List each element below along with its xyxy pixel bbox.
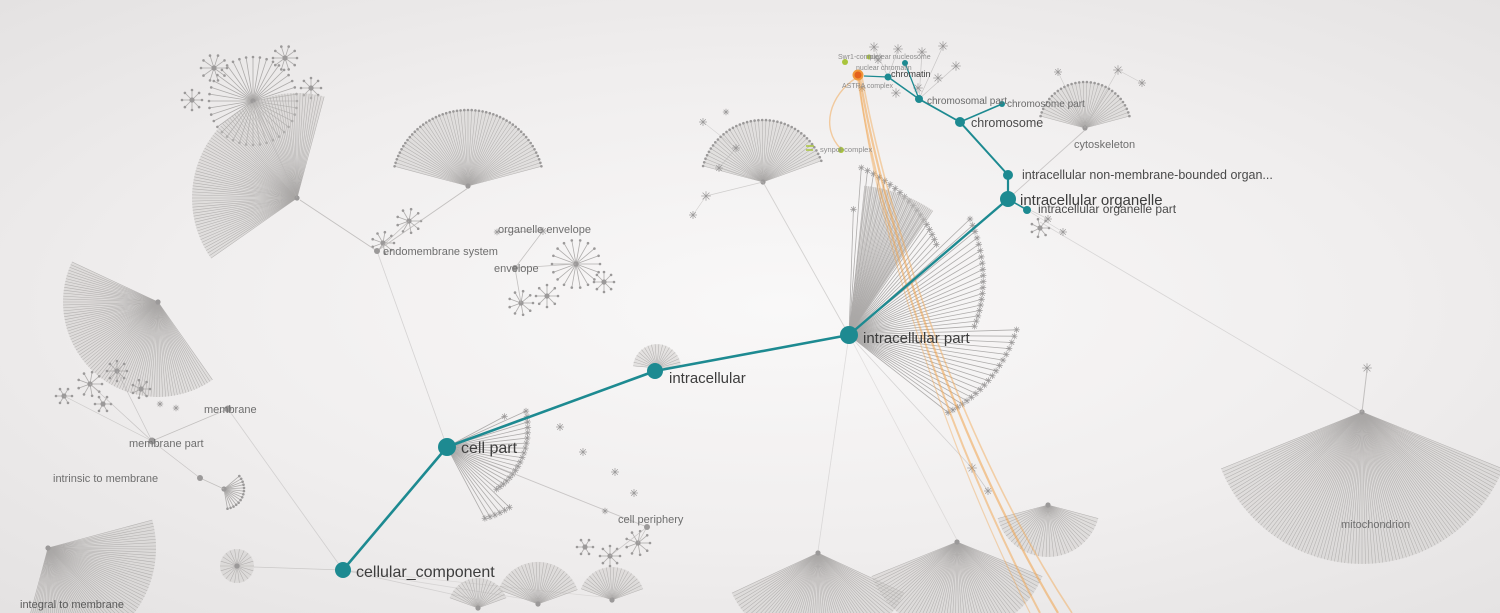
go-term-label[interactable]: integral to membrane — [20, 599, 124, 611]
gene-cluster — [393, 108, 543, 189]
gene-cluster — [731, 550, 905, 613]
go-term-label[interactable]: intracellular non-membrane-bounded organ… — [1022, 168, 1273, 182]
gene-cluster — [871, 539, 1043, 613]
go-term-label[interactable]: Swr1-complex — [838, 54, 883, 61]
gene-cluster — [550, 239, 602, 289]
go-term-node-non_membrane_bounded_organelle[interactable] — [1003, 170, 1013, 180]
go-term-label[interactable]: synpol-complex — [820, 145, 872, 154]
go-term-label[interactable]: intracellular organelle part — [1038, 202, 1177, 216]
term-labels: cellular_component cell part intracellular… — [20, 54, 1410, 611]
gene-cluster — [77, 370, 104, 398]
go-term-label[interactable]: chromosome — [971, 116, 1043, 130]
gene-cluster — [846, 185, 934, 338]
gene-cluster — [575, 538, 595, 556]
go-term-label[interactable]: chromosomal part — [927, 96, 1007, 107]
go-term-label[interactable]: envelope — [494, 263, 539, 275]
gene-cluster — [131, 378, 152, 400]
go-term-label[interactable]: cytoskeleton — [1074, 139, 1135, 151]
gene-cluster — [449, 577, 507, 611]
gene-cluster — [93, 395, 113, 413]
gene-cluster — [396, 207, 423, 235]
enriched-term-node[interactable] — [842, 59, 848, 65]
go-term-label[interactable]: intracellular organelle — [1020, 192, 1163, 209]
gene-cluster — [508, 289, 535, 317]
gene-cluster — [498, 561, 578, 607]
go-term-label[interactable]: membrane part — [129, 438, 204, 450]
gene-cluster — [580, 567, 644, 603]
gene-cluster — [1039, 80, 1131, 131]
gene-cluster — [701, 118, 823, 185]
go-term-label[interactable]: cell periphery — [618, 514, 684, 526]
go-term-label[interactable]: chromosome part — [1007, 99, 1085, 110]
gene-cluster — [997, 502, 1099, 558]
go-term-label[interactable]: intracellular — [669, 370, 746, 387]
gene-cluster — [180, 88, 204, 112]
gene-cluster — [199, 54, 229, 82]
go-term-node-intracellular[interactable] — [647, 363, 663, 379]
go-term-label[interactable]: ASTRA complex — [842, 83, 893, 90]
go-term-label[interactable]: membrane — [204, 404, 257, 416]
go-term-node-nucleosome[interactable] — [902, 60, 908, 66]
go-term-label[interactable]: nuclear nucleosome — [868, 54, 931, 61]
go-term-node-intracellular_part[interactable] — [840, 326, 858, 344]
gene-cluster — [62, 261, 213, 398]
go-term-label[interactable]: intrinsic to membrane — [53, 473, 158, 485]
query-association-edges — [829, 76, 1073, 613]
gene-cluster — [1220, 409, 1500, 565]
go-term-label[interactable]: mitochondrion — [1341, 519, 1410, 531]
gene-cluster — [271, 45, 299, 71]
gene-cluster — [30, 519, 157, 613]
gene-cluster — [625, 529, 652, 557]
term-node-dots — [148, 248, 650, 530]
go-term-label[interactable]: cellular_component — [356, 564, 495, 581]
go-term-label[interactable]: intracellular part — [863, 330, 971, 347]
go-term-node-chromosomal_part[interactable] — [915, 95, 923, 103]
go-term-node-intracellular_organelle_part[interactable] — [1023, 206, 1031, 214]
go-term-node-cell_part[interactable] — [438, 438, 456, 456]
graph-edges — [63, 45, 1368, 602]
selected-term-node[interactable] — [852, 69, 864, 81]
gene-cluster — [220, 549, 254, 583]
go-term-label[interactable]: chromatin — [891, 69, 931, 79]
go-term-label[interactable]: endomembrane system — [383, 246, 498, 258]
go-term-node-chromosome_part[interactable] — [999, 101, 1005, 107]
gene-cluster — [191, 92, 325, 259]
leaf-term-stars — [156, 41, 1372, 515]
enriched-term-node[interactable] — [866, 54, 872, 60]
gene-cluster — [1030, 217, 1051, 239]
go-term-node-cellular_component[interactable] — [335, 562, 351, 578]
go-term-label[interactable]: nuclear chromatin — [856, 65, 912, 72]
go-term-label[interactable]: cell part — [461, 440, 518, 457]
gene-cluster — [444, 407, 532, 522]
gene-cluster — [592, 270, 616, 294]
go-term-node-chromosome[interactable] — [955, 117, 965, 127]
highlight-path — [335, 60, 1031, 578]
gene-cluster — [534, 283, 560, 309]
go-term-label[interactable]: organelle envelope — [498, 224, 591, 236]
enriched-term-node[interactable] — [838, 147, 844, 153]
go-term-node-intracellular_organelle[interactable] — [1000, 191, 1016, 207]
go-term-node-chromatin[interactable] — [884, 73, 892, 81]
background-clusters — [30, 45, 1500, 613]
gene-cluster — [221, 474, 246, 511]
